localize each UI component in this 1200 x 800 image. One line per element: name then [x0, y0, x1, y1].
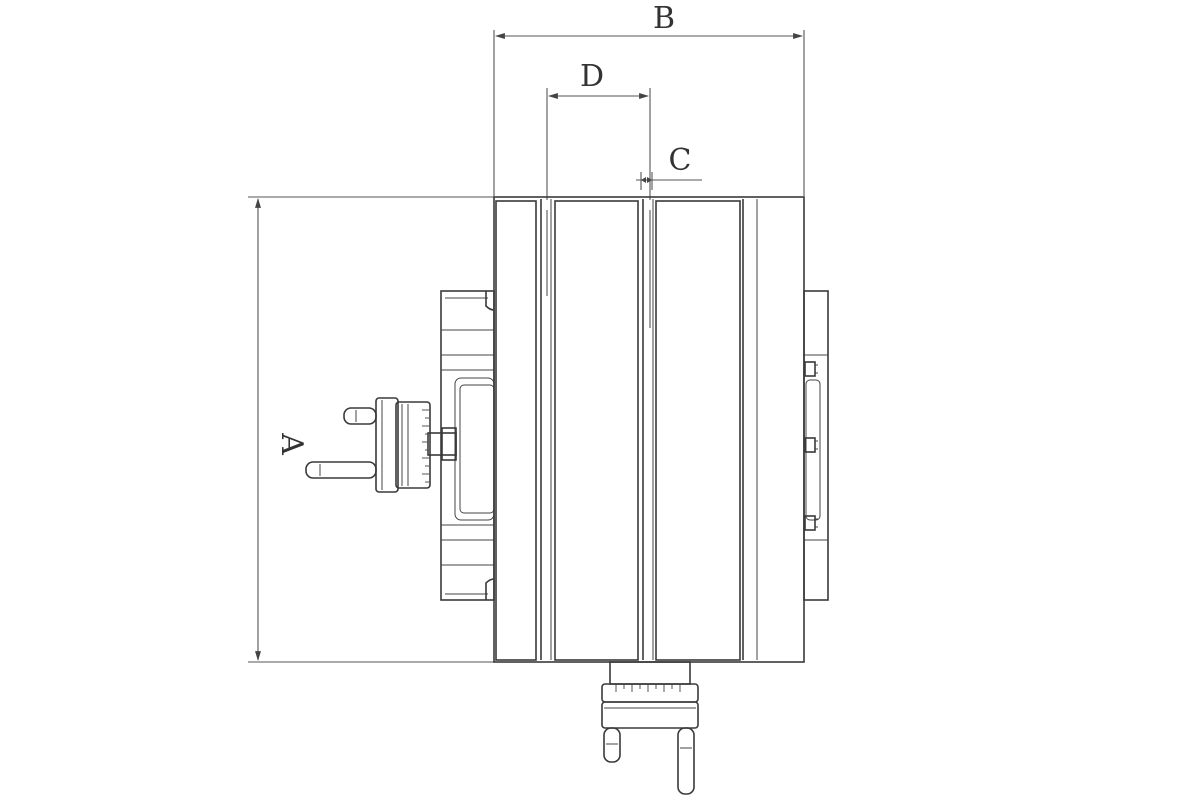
- dimension-d: D: [546, 59, 651, 200]
- left-handle-lower-icon: [305, 461, 377, 479]
- right-bolt-top-icon: [804, 361, 818, 377]
- dimension-b: B: [493, 1, 805, 196]
- dimension-a-label: A: [274, 432, 309, 455]
- dimension-d-label: D: [580, 59, 604, 94]
- left-dial-scale: [422, 409, 430, 483]
- left-handwheel: [305, 397, 457, 493]
- left-handle-upper-icon: [343, 407, 377, 425]
- right-bolt-middle-icon: [804, 437, 818, 453]
- main-table: [493, 196, 805, 663]
- right-base-block: [803, 290, 829, 601]
- bottom-handle-left-icon: [603, 727, 621, 763]
- bottom-handwheel: [601, 661, 699, 795]
- left-base-block: [440, 290, 495, 601]
- right-bolt-bottom-icon: [804, 515, 818, 531]
- dimension-c: C: [636, 143, 702, 190]
- bottom-handle-right-icon: [677, 727, 695, 795]
- bottom-dial-scale: [615, 684, 681, 692]
- dimension-a: A: [248, 196, 494, 663]
- dimension-c-label: C: [669, 143, 692, 178]
- dimension-b-label: B: [653, 1, 675, 36]
